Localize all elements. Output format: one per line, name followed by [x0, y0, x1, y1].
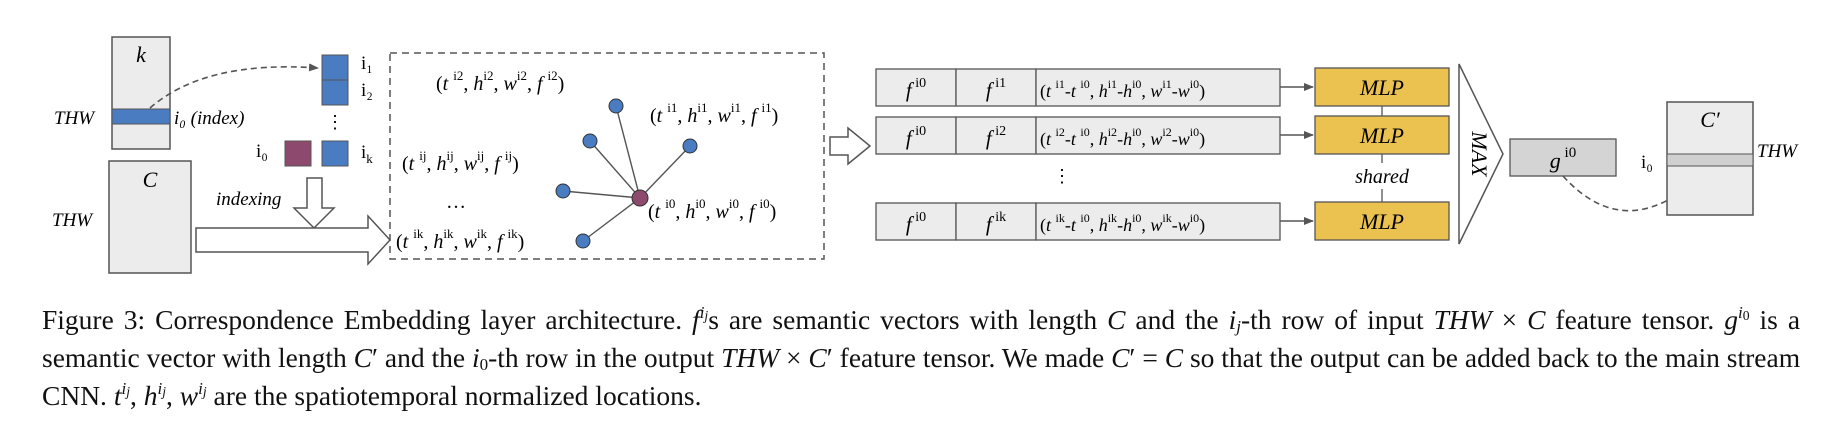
- svg-text:MLP: MLP: [1359, 123, 1404, 148]
- graph-edges: [562, 105, 691, 242]
- graph-nodes: [555, 98, 698, 249]
- c-prime-thw-label: THW: [1757, 141, 1799, 162]
- node-i-upper: [582, 133, 598, 149]
- svg-text:(t ik-t i0, hik-hi0, wik-wi0): (t ik-t i0, hik-hi0, wik-wi0): [1040, 211, 1205, 236]
- k-tensor: k THW i₀ (index): [54, 36, 244, 150]
- svg-text:(t i2-t i0, hi2-hi0, wi2-wi0): (t i2-t i0, hi2-hi0, wi2-wi0): [1040, 125, 1205, 150]
- tuple-i0: (t i0, hi0, wi0, f i0): [648, 196, 776, 223]
- row-to-mlp-arrows: [1280, 83, 1314, 225]
- svg-text:f i0: f i0: [906, 76, 926, 102]
- tuple-labels: (t i2, hi2, wi2, f i2) (t i1, hi1, wi1, …: [396, 68, 778, 253]
- k-label: k: [136, 42, 147, 67]
- svg-text:MLP: MLP: [1359, 75, 1404, 100]
- mlp-1: [1314, 67, 1450, 107]
- graph-to-rows-arrow: [829, 126, 872, 166]
- mlp-2: [1314, 115, 1450, 155]
- svg-text:g i0: g i0: [1550, 145, 1576, 173]
- tuple-i1: (t i1, hi1, wi1, f i1): [650, 100, 778, 127]
- row-i1: f i0 f i1 (t i1-t i0, hi1-hi0, wi1-wi0): [875, 68, 1281, 107]
- max-pooling: MAX: [1458, 63, 1504, 245]
- graph-box: [389, 52, 825, 260]
- shared-label: shared: [1355, 166, 1410, 188]
- svg-text:f i1: f i1: [986, 76, 1006, 102]
- placement-arrow: [1562, 165, 1712, 212]
- c-prime-label: C′: [1700, 107, 1721, 132]
- indexing-arrows: indexing: [195, 177, 392, 266]
- c-prime-i0-label: i₀: [1641, 152, 1653, 173]
- node-i1: [682, 138, 698, 154]
- tuple-ij: (t ij, hij, wij, f ij): [402, 148, 519, 175]
- max-label: MAX: [1467, 130, 1492, 178]
- node-i2: [608, 98, 624, 114]
- tuple-i2: (t i2, hi2, wi2, f i2): [436, 68, 564, 95]
- figure-caption: Figure 3: Correspondence Embedding layer…: [42, 303, 1801, 411]
- mlp-blocks: MLP MLP MLP shared: [1314, 67, 1450, 241]
- c-tensor: C THW: [52, 160, 192, 274]
- feature-rows: f i0 f i1 (t i1-t i0, hi1-hi0, wi1-wi0) …: [875, 68, 1281, 241]
- mlp-k: [1314, 201, 1450, 241]
- rows-vdots: ⋮: [1053, 166, 1071, 186]
- indexing-label: indexing: [216, 189, 281, 210]
- k-thw-label: THW: [54, 108, 96, 129]
- indexed-entries: i₁ i₂ ⋮ i₀ ik: [256, 53, 373, 167]
- i0-label: i₀: [256, 141, 268, 162]
- i1-label: i₁: [361, 53, 373, 74]
- row-ik: f i0 f ik (t ik-t i0, hik-hi0, wik-wi0): [875, 202, 1281, 241]
- architecture-diagram: k THW i₀ (index) C THW i₁ i₂ ⋮ i₀ ik ind…: [52, 36, 1799, 274]
- svg-text:(t i1-t i0, hi1-hi0, wi1-wi0): (t i1-t i0, hi1-hi0, wi1-wi0): [1040, 77, 1205, 102]
- node-ik: [575, 233, 591, 249]
- g-output: g i0: [1509, 138, 1617, 177]
- index-arrow: [149, 63, 319, 109]
- c-label: C: [143, 167, 158, 192]
- svg-text:MLP: MLP: [1359, 209, 1404, 234]
- svg-text:f ik: f ik: [986, 210, 1006, 236]
- svg-text:f i0: f i0: [906, 210, 926, 236]
- c-thw-label: THW: [52, 210, 94, 231]
- entries-vdots: ⋮: [326, 112, 344, 132]
- i0-index-label: i₀ (index): [174, 108, 244, 129]
- row-i2: f i0 f i2 (t i2-t i0, hi2-hi0, wi2-wi0): [875, 116, 1281, 155]
- tuple-ik: (t ik, hik, wik, f ik): [396, 226, 524, 253]
- i2-label: i₂: [361, 80, 373, 101]
- node-i0: [631, 189, 649, 207]
- node-ij: [555, 183, 571, 199]
- svg-text:f i2: f i2: [986, 124, 1006, 150]
- c-prime-tensor: C′ THW i₀: [1641, 101, 1799, 216]
- tuple-ellipsis: …: [446, 191, 466, 213]
- ik-label: ik: [361, 142, 373, 166]
- svg-text:f i0: f i0: [906, 124, 926, 150]
